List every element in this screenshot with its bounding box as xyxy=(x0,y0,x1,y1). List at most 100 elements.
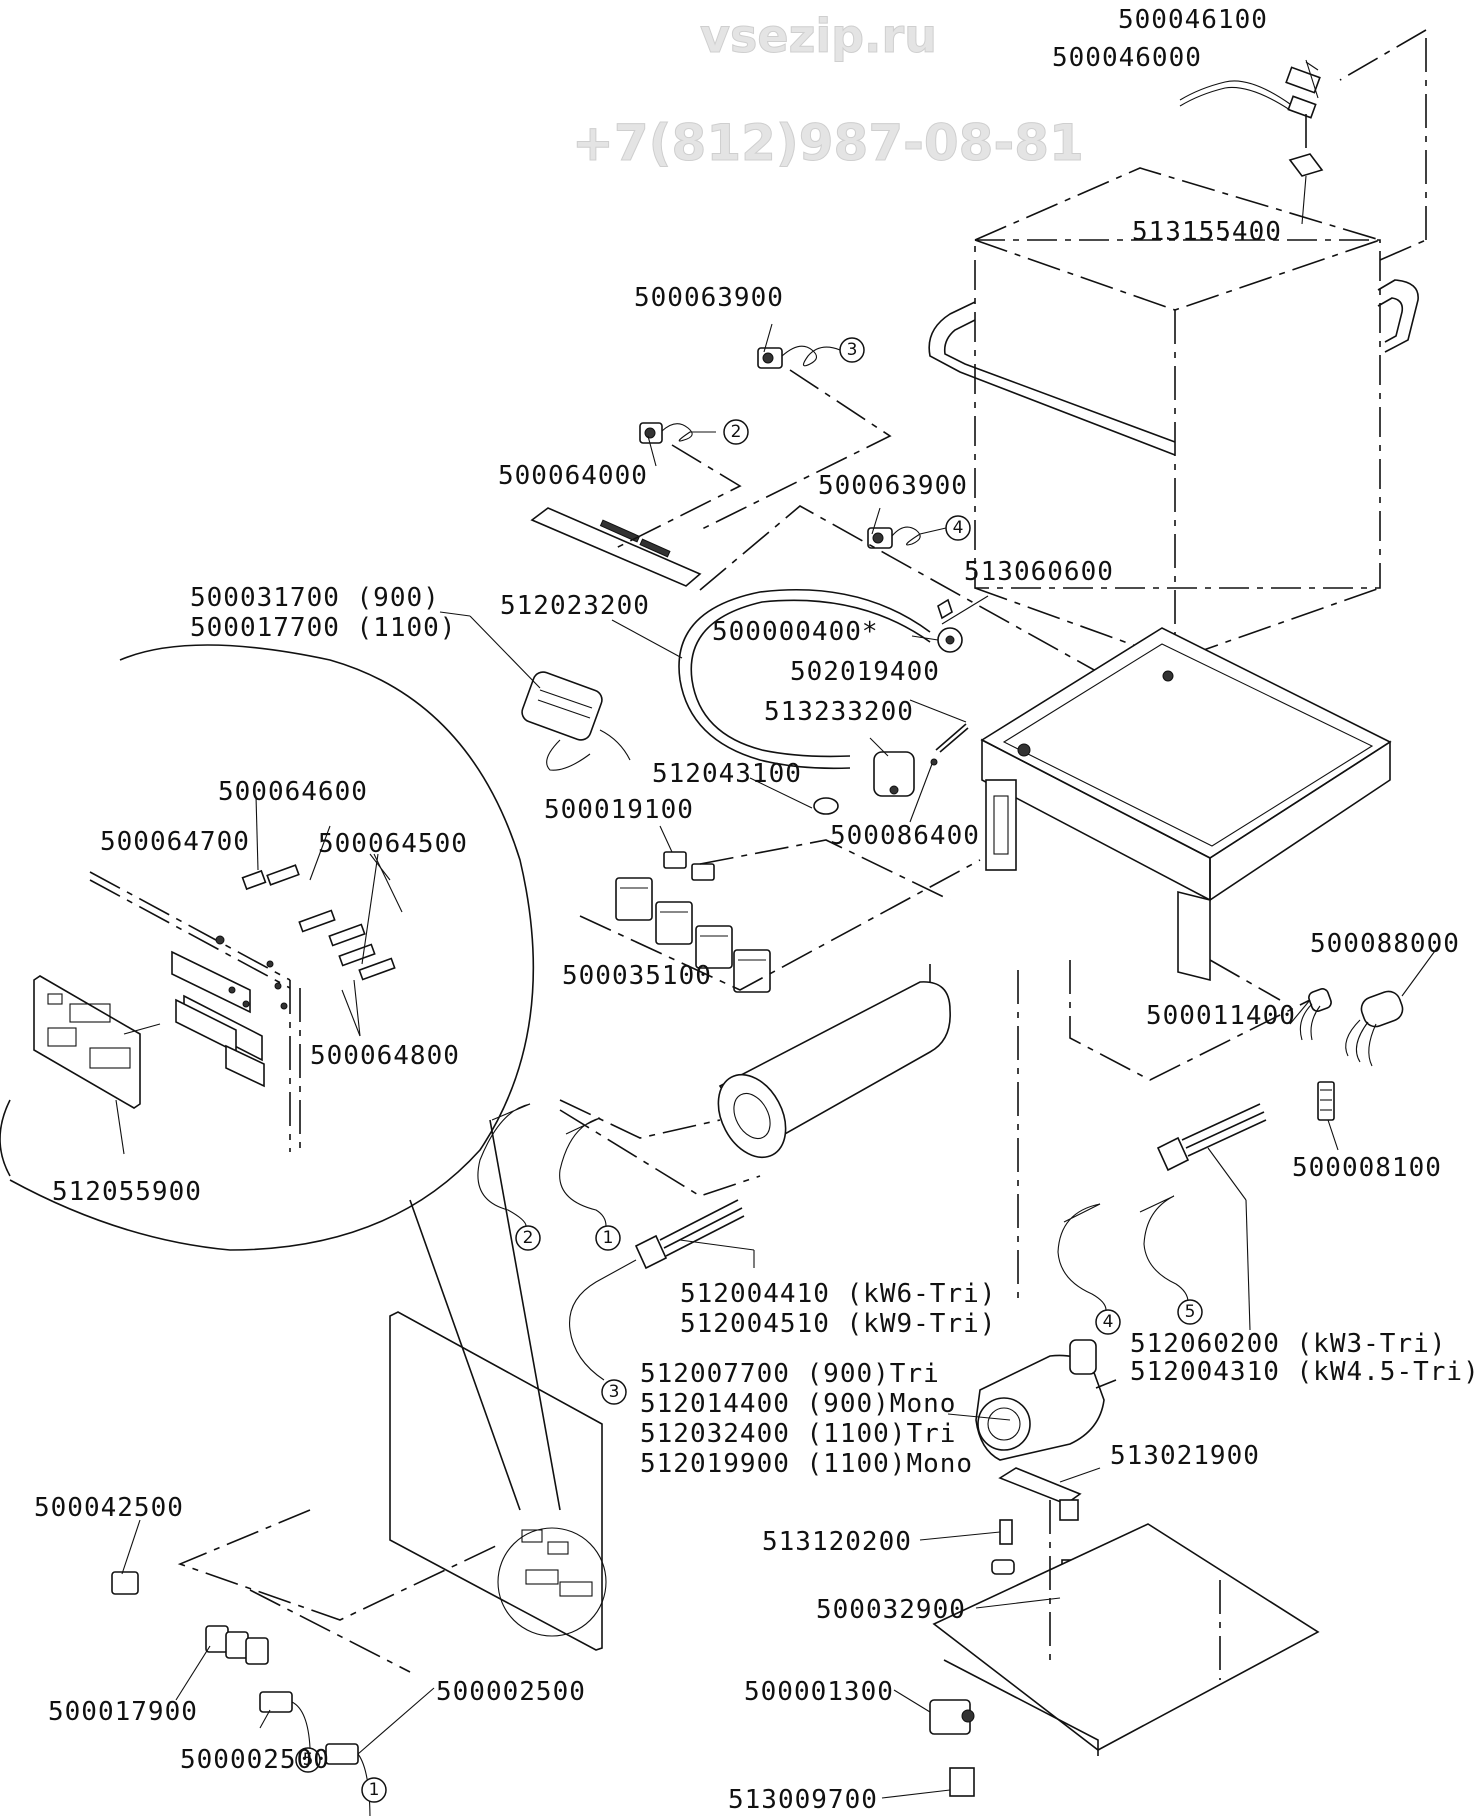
back-panel xyxy=(389,1311,607,1651)
thermostat-500063900-b xyxy=(867,526,947,549)
watermark-phone: +7(812)987-08-81 xyxy=(572,114,1084,172)
label-500046100: 500046100 xyxy=(1118,5,1268,35)
label-512043100: 512043100 xyxy=(652,759,802,789)
label-500002500-a: 500002500 xyxy=(436,1677,586,1707)
capacitor-500088000 xyxy=(1345,990,1404,1067)
label-512032400: 512032400 (1100)Tri xyxy=(640,1419,956,1449)
connector-line-1 xyxy=(699,369,892,531)
connector-line-4 xyxy=(579,859,981,991)
svg-text:3: 3 xyxy=(847,340,858,360)
callout-1-bottom: 1 xyxy=(361,1777,387,1803)
label-500064700: 500064700 xyxy=(100,827,250,857)
control-board-500064000 xyxy=(530,507,702,587)
callout-5-pump: 5 xyxy=(1177,1299,1203,1325)
wire-5 xyxy=(1139,1195,1189,1303)
label-500031700: 500031700 (900) xyxy=(190,583,440,613)
switch-500042500 xyxy=(111,1571,139,1595)
label-500011400: 500011400 xyxy=(1146,1001,1296,1031)
label-500064000: 500064000 xyxy=(498,461,648,491)
level-sensor xyxy=(1179,66,1324,177)
svg-text:1: 1 xyxy=(603,1228,614,1248)
connector-line-11 xyxy=(177,1509,501,1621)
capacitor-500011400 xyxy=(1299,988,1332,1041)
connector-line-8 xyxy=(559,1099,721,1139)
svg-text:1: 1 xyxy=(369,1780,380,1800)
heating-element-512060200 xyxy=(1156,1103,1267,1172)
tank-body xyxy=(928,29,1427,661)
label-500017900: 500017900 xyxy=(48,1697,198,1727)
label-512007700: 512007700 (900)Tri xyxy=(640,1359,940,1389)
label-512019900: 512019900 (1100)Mono xyxy=(640,1449,973,1479)
svg-text:4: 4 xyxy=(1103,1312,1114,1332)
callout-4-top: 4 xyxy=(945,515,971,541)
callout-3-top: 3 xyxy=(839,337,865,363)
pressure-switch-513233200 xyxy=(813,723,969,815)
connector-line-2 xyxy=(615,444,742,549)
callout-4-pump: 4 xyxy=(1095,1309,1121,1335)
label-500019100: 500019100 xyxy=(544,795,694,825)
callout-2-boiler: 2 xyxy=(515,1225,541,1251)
label-512055900: 512055900 xyxy=(52,1177,202,1207)
label-500001300: 500001300 xyxy=(744,1677,894,1707)
label-513060600: 513060600 xyxy=(964,557,1114,587)
label-500063900-a: 500063900 xyxy=(634,283,784,313)
label-500088000: 500088000 xyxy=(1310,929,1460,959)
label-513233200: 513233200 xyxy=(764,697,914,727)
switches-500017900 xyxy=(205,1625,269,1665)
bracket-513021900 xyxy=(998,1467,1082,1521)
boiler-cylinder xyxy=(717,964,951,1159)
label-500002500-b: 500002500 xyxy=(180,1745,330,1775)
label-512004310: 512004310 (kW4.5-Tri) xyxy=(1130,1357,1478,1387)
svg-text:5: 5 xyxy=(1185,1302,1196,1322)
wire-1 xyxy=(559,1117,607,1227)
watermark-site: vsezip.ru xyxy=(700,9,937,63)
pump-512007700 xyxy=(975,1339,1117,1461)
svg-text:5: 5 xyxy=(303,1750,314,1770)
label-500064600: 500064600 xyxy=(218,777,368,807)
label-513120200: 513120200 xyxy=(762,1527,912,1557)
label-500000400: 500000400* xyxy=(712,617,879,647)
label-512004510: 512004510 (kW9-Tri) xyxy=(680,1309,996,1339)
label-512060200: 512060200 (kW3-Tri) xyxy=(1130,1329,1446,1359)
connector-line-7 xyxy=(1209,959,1281,1001)
callout-3-boiler: 3 xyxy=(601,1379,627,1405)
callout-2-top: 2 xyxy=(723,419,749,445)
label-512004410: 512004410 (kW6-Tri) xyxy=(680,1279,996,1309)
callout-1-boiler: 1 xyxy=(595,1225,621,1251)
label-512023200: 512023200 xyxy=(500,591,650,621)
hose-512023200 xyxy=(678,588,931,770)
label-500086400: 500086400 xyxy=(830,821,980,851)
label-500064500: 500064500 xyxy=(318,829,468,859)
svg-text:2: 2 xyxy=(523,1228,534,1248)
label-513021900: 513021900 xyxy=(1110,1441,1260,1471)
label-513155400: 513155400 xyxy=(1132,217,1282,247)
label-500032900: 500032900 xyxy=(816,1595,966,1625)
bracket-513060600 xyxy=(937,598,963,653)
housing-frame xyxy=(980,627,1392,982)
heating-element-512004410 xyxy=(568,1199,745,1381)
relay-500019100 xyxy=(663,851,715,881)
svg-text:2: 2 xyxy=(731,422,742,442)
label-500042500: 500042500 xyxy=(34,1493,184,1523)
wire-4 xyxy=(1057,1203,1107,1311)
contactors-500035100 xyxy=(615,877,771,993)
contactor-500031700 xyxy=(521,671,631,771)
callout-5-bottom: 5 xyxy=(295,1747,321,1773)
connector-line-12 xyxy=(249,1589,411,1673)
label-500063900-b: 500063900 xyxy=(818,471,968,501)
label-500008100: 500008100 xyxy=(1292,1153,1442,1183)
solenoid-valve-500001300 xyxy=(929,1699,975,1797)
connector-line-3 xyxy=(699,505,1131,691)
label-500064800: 500064800 xyxy=(310,1041,460,1071)
label-502019400: 502019400 xyxy=(790,657,940,687)
thermostat-500064000 xyxy=(639,422,716,444)
svg-text:4: 4 xyxy=(953,518,964,538)
label-500035100: 500035100 xyxy=(562,961,712,991)
thermostat-500063900-a xyxy=(757,345,841,369)
label-500017700: 500017700 (1100) xyxy=(190,613,456,643)
leader-lines xyxy=(115,59,1441,1799)
connector-line-6 xyxy=(1069,960,1311,1081)
connector-line-5 xyxy=(699,839,951,901)
indicator-500002500-b xyxy=(325,1743,371,1816)
